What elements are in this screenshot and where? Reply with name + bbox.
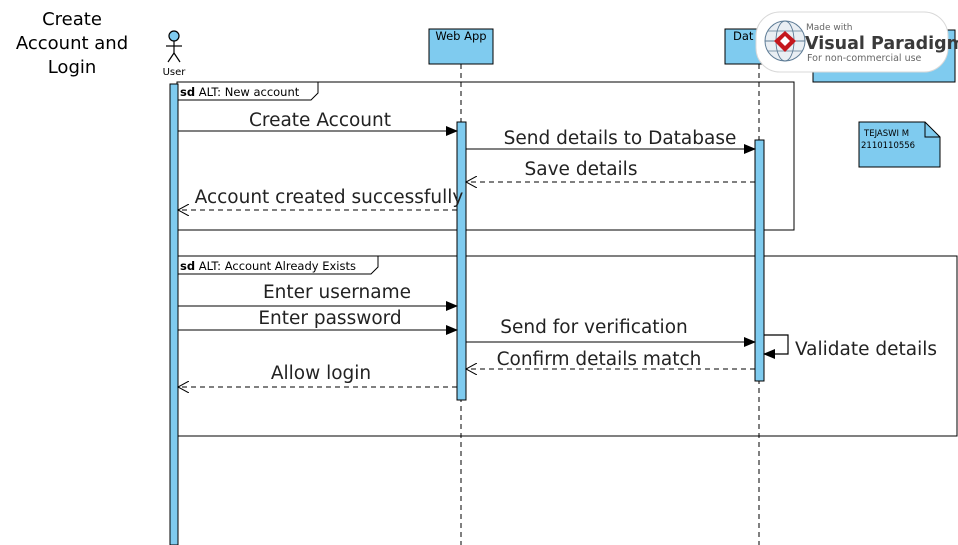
message-label-validate-details: Validate details: [795, 339, 937, 360]
watermark-made-with: Made with: [806, 23, 853, 33]
watermark-brand: Visual Paradigm: [805, 34, 958, 54]
globe-logo-icon: [764, 20, 806, 62]
diagram-title-line-2: Account and: [16, 33, 128, 54]
watermark-sub: For non-commercial use: [807, 53, 922, 64]
message-label-save-details: Save details: [525, 159, 638, 180]
diagram-title-line-1: Create: [42, 9, 102, 30]
lifeline-head-database-label: Dat: [733, 29, 754, 43]
fragment-new-account-label: sd ALT: New account: [180, 85, 300, 99]
message-label-create-account: Create Account: [249, 110, 391, 131]
note-line-1: TEJASWI M: [863, 129, 909, 139]
message-label-enter-password: Enter password: [258, 308, 401, 329]
note-student-id: TEJASWI M 2110110556: [858, 121, 941, 168]
activation-webapp-1: [456, 121, 467, 401]
message-label-confirm-details: Confirm details match: [497, 349, 702, 370]
message-label-send-details: Send details to Database: [504, 128, 737, 149]
diagram-title-line-3: Login: [48, 57, 97, 78]
lifeline-head-webapp-label: Web App: [435, 29, 486, 43]
lifeline-head-webapp: [428, 28, 494, 65]
note-line-2: 2110110556: [861, 141, 915, 151]
actor-label: User: [163, 67, 187, 78]
message-label-allow-login: Allow login: [271, 363, 371, 384]
message-label-send-verification: Send for verification: [500, 317, 687, 338]
watermark-badge: Made with Visual Paradigm For non-commer…: [755, 11, 958, 73]
activation-database-1: [754, 139, 765, 382]
activation-user: [169, 83, 179, 545]
message-label-enter-username: Enter username: [263, 282, 411, 303]
user-actor-icon: [166, 30, 182, 63]
message-label-account-created: Account created successfully: [195, 187, 464, 208]
message-arrow-validate-details: [763, 334, 789, 359]
fragment-account-exists-label: sd ALT: Account Already Exists: [180, 259, 356, 273]
